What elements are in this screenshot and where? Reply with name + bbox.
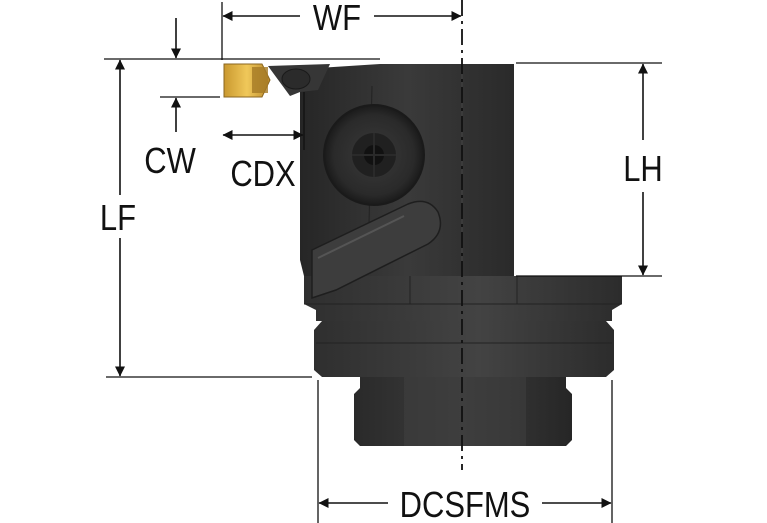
clamp-screw: [323, 104, 425, 206]
dimension-lf: LF: [100, 59, 136, 377]
label-lh: LH: [623, 150, 663, 190]
label-dcsfms: DCSFMS: [400, 486, 531, 523]
dimension-cdx: CDX: [222, 130, 304, 195]
label-lf: LF: [100, 199, 136, 239]
label-cw: CW: [144, 142, 196, 182]
dimension-wf: WF: [222, 0, 462, 39]
clamp-wedge: [311, 200, 442, 300]
flange: [304, 276, 622, 321]
insert-chip-breaker: [281, 68, 311, 90]
label-wf: WF: [313, 0, 361, 39]
tool-holder: [223, 63, 622, 446]
collar: [314, 321, 614, 377]
shank-band: [404, 377, 526, 446]
dimension-cw: CW: [144, 18, 196, 182]
extension-lines: [104, 2, 662, 523]
dimension-dcsfms: DCSFMS: [318, 486, 612, 523]
dimension-lh: LH: [623, 63, 663, 276]
label-cdx: CDX: [230, 155, 295, 195]
